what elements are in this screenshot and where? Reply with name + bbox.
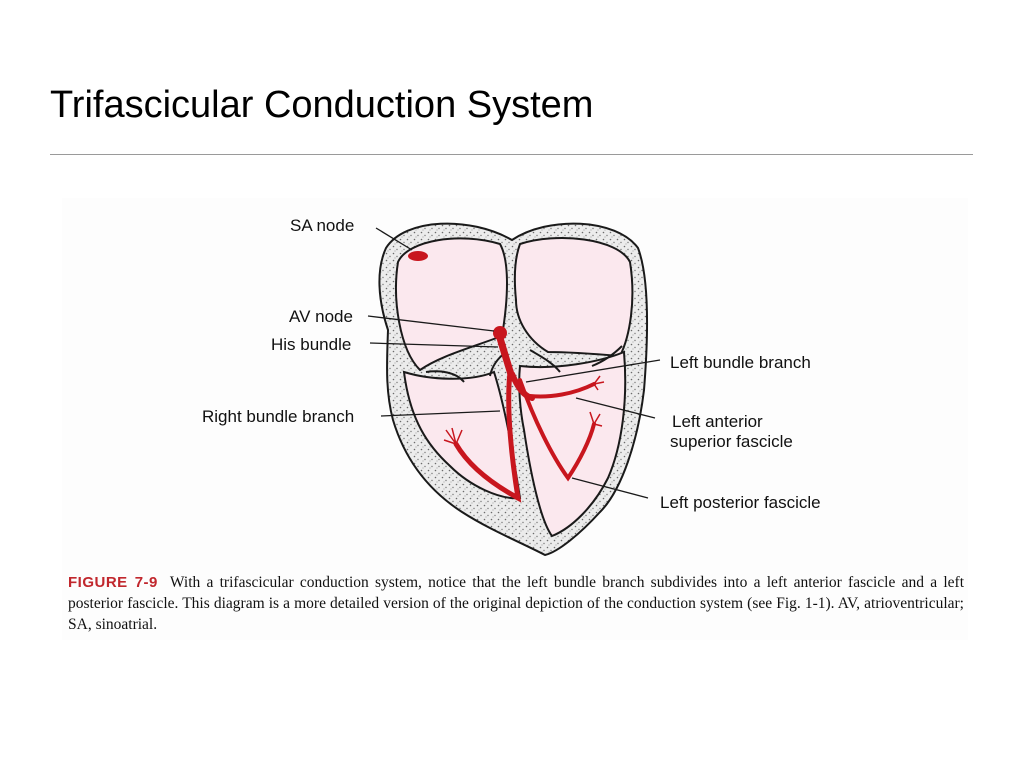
label-av-node: AV node [289,307,353,326]
left-atrium [513,237,634,358]
mitral-leaflet-2 [591,345,623,367]
label-sa-node: SA node [290,216,354,235]
right-bundle-branch-path [453,369,522,503]
leader-lines [367,227,661,499]
label-left-anterior-line1: Left anterior [672,412,763,431]
mitral-leaflet [529,349,561,373]
title-divider [50,154,973,155]
av-node [493,326,507,340]
label-left-posterior-fascicle: Left posterior fascicle [660,493,821,512]
figure-panel: SA node AV node His bundle Right bundle … [62,198,968,640]
heart-conduction-diagram: SA node AV node His bundle Right bundle … [202,216,821,557]
left-posterior-fascicle-path [518,378,596,482]
sa-node [408,251,428,261]
label-his-bundle: His bundle [271,335,351,354]
slide-title: Trifascicular Conduction System [50,84,594,126]
label-right-bundle-branch: Right bundle branch [202,407,354,426]
left-posterior-purkinje [589,411,603,427]
right-purkinje-fibers [443,427,463,445]
figure-label: FIGURE 7-9 [68,574,158,591]
left-anterior-purkinje [593,375,605,391]
tricuspid-leaflet [425,370,465,383]
left-anterior-fascicle-path [528,382,596,399]
label-left-anterior-line2: superior fascicle [670,432,793,451]
label-left-bundle-branch: Left bundle branch [670,353,811,372]
caption-text: With a trifascicular conduction system, … [68,574,965,633]
